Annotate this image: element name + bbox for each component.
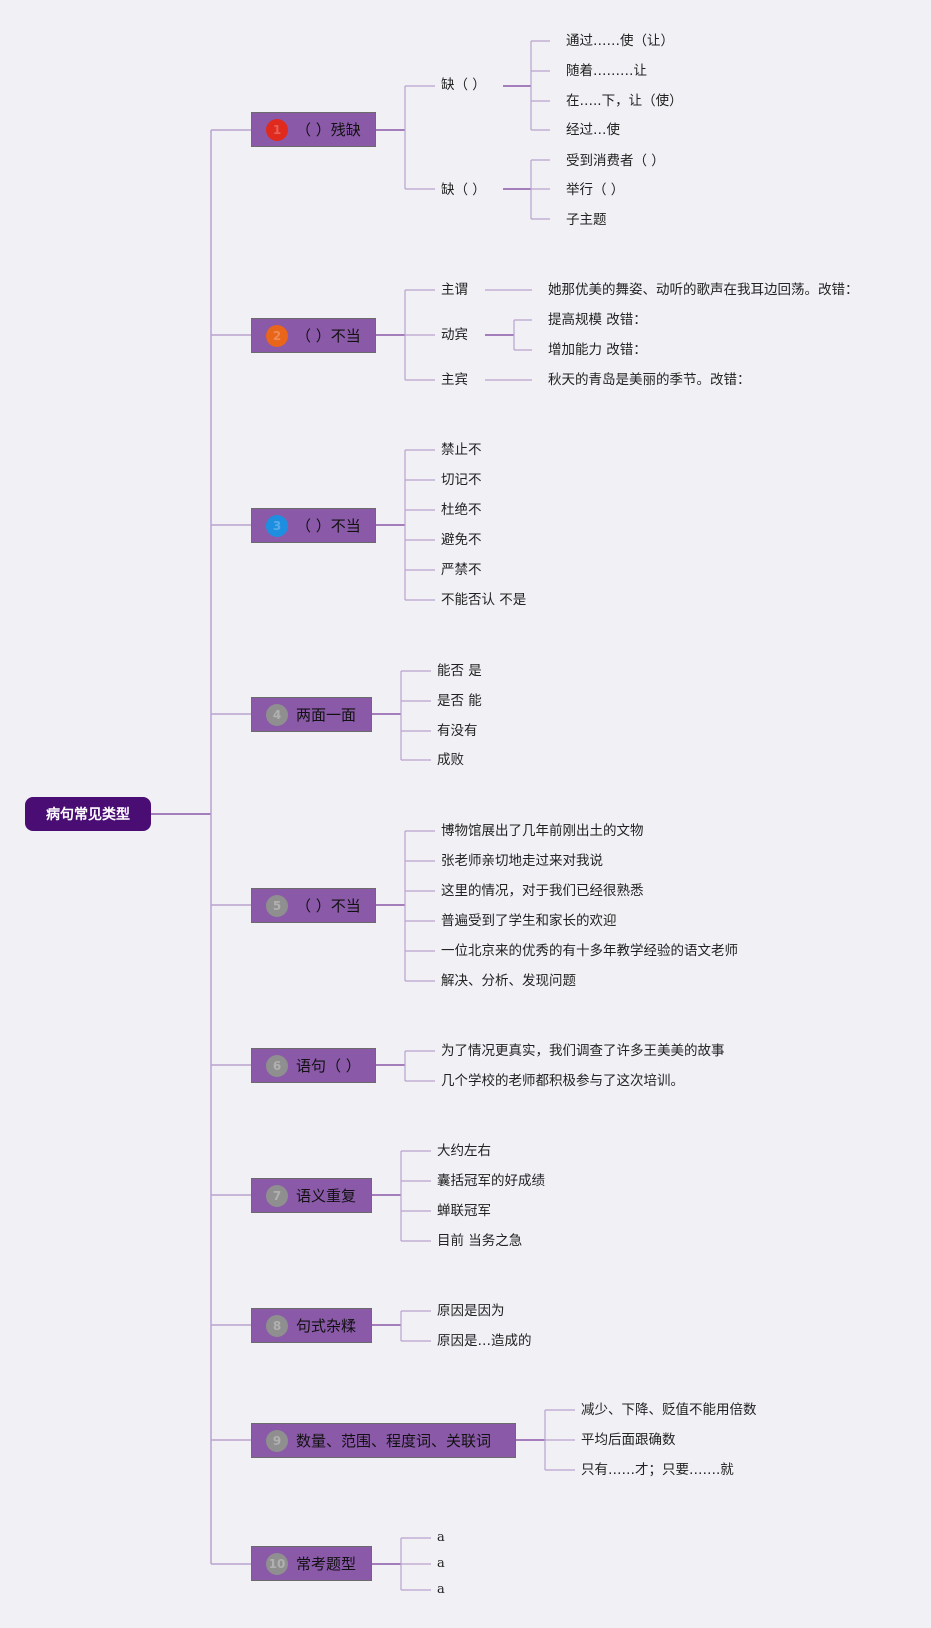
c10-item[interactable]: a — [437, 1530, 445, 1545]
c8-item[interactable]: 原因是因为 — [437, 1303, 505, 1319]
category-5[interactable]: 5 （ ）不当 — [251, 888, 376, 923]
c3-item[interactable]: 杜绝不 — [441, 502, 482, 518]
c7-item[interactable]: 目前 当务之急 — [437, 1233, 523, 1249]
c10-item[interactable]: a — [437, 1556, 445, 1571]
category-10-label: 常考题型 — [296, 1555, 357, 1573]
badge-5-icon: 5 — [266, 894, 288, 917]
category-3[interactable]: 3 （ ）不当 — [251, 508, 376, 543]
c1-sub2-item[interactable]: 受到消费者（ ） — [566, 153, 665, 169]
c3-item[interactable]: 避免不 — [441, 532, 482, 548]
category-7[interactable]: 7 语义重复 — [251, 1178, 372, 1213]
category-1-label: （ ）残缺 — [296, 121, 361, 139]
category-4[interactable]: 4 两面一面 — [251, 697, 372, 732]
c5-item[interactable]: 这里的情况，对于我们已经很熟悉 — [441, 883, 644, 899]
category-9-label: 数量、范围、程度词、关联词 — [296, 1432, 492, 1450]
c1-sub1-item[interactable]: 经过…使 — [566, 122, 620, 138]
badge-1-icon: 1 — [266, 118, 288, 141]
root-node[interactable]: 病句常见类型 — [25, 797, 151, 831]
c9-item[interactable]: 平均后面跟确数 — [581, 1432, 676, 1448]
category-9[interactable]: 9 数量、范围、程度词、关联词 — [251, 1423, 516, 1458]
category-5-label: （ ）不当 — [296, 897, 361, 915]
c5-item[interactable]: 普遍受到了学生和家长的欢迎 — [441, 913, 617, 929]
c2-sub3-item[interactable]: 秋天的青岛是美丽的季节。改错： — [548, 372, 751, 388]
category-7-label: 语义重复 — [296, 1187, 357, 1205]
category-2[interactable]: 2 （ ）不当 — [251, 318, 376, 353]
category-1[interactable]: 1 （ ）残缺 — [251, 112, 376, 147]
category-6-label: 语句（ ） — [296, 1057, 361, 1075]
c1-sub2-item[interactable]: 子主题 — [566, 212, 607, 228]
c7-item[interactable]: 囊括冠军的好成绩 — [437, 1173, 545, 1189]
c4-item[interactable]: 是否 能 — [437, 693, 482, 709]
c10-item[interactable]: a — [437, 1582, 445, 1597]
badge-9-icon: 9 — [266, 1429, 288, 1452]
c5-item[interactable]: 张老师亲切地走过来对我说 — [441, 853, 603, 869]
c8-item[interactable]: 原因是…造成的 — [437, 1333, 532, 1349]
c1-sub2-item[interactable]: 举行（ ） — [566, 182, 625, 198]
badge-10-icon: 10 — [266, 1552, 288, 1575]
badge-8-icon: 8 — [266, 1314, 288, 1337]
c1-sub1-item[interactable]: 通过……使（让） — [566, 33, 674, 49]
c5-item[interactable]: 一位北京来的优秀的有十多年教学经验的语文老师 — [441, 943, 738, 959]
c1-sub1[interactable]: 缺（ ） — [441, 77, 486, 93]
c4-item[interactable]: 能否 是 — [437, 663, 482, 679]
c3-item[interactable]: 切记不 — [441, 472, 482, 488]
category-6[interactable]: 6 语句（ ） — [251, 1048, 376, 1083]
c4-item[interactable]: 成败 — [437, 752, 464, 768]
c3-item[interactable]: 禁止不 — [441, 442, 482, 458]
c2-sub2-item[interactable]: 提高规模 改错： — [548, 312, 647, 328]
c1-sub2[interactable]: 缺（ ） — [441, 182, 486, 198]
badge-7-icon: 7 — [266, 1184, 288, 1207]
category-10[interactable]: 10 常考题型 — [251, 1546, 372, 1581]
category-8-label: 句式杂糅 — [296, 1317, 357, 1335]
c7-item[interactable]: 蝉联冠军 — [437, 1203, 491, 1219]
c9-item[interactable]: 减少、下降、贬值不能用倍数 — [581, 1402, 757, 1418]
c2-sub1-item[interactable]: 她那优美的舞姿、动听的歌声在我耳边回荡。改错： — [548, 282, 859, 298]
category-4-label: 两面一面 — [296, 706, 357, 724]
c2-sub2-item[interactable]: 增加能力 改错： — [548, 342, 647, 358]
category-8[interactable]: 8 句式杂糅 — [251, 1308, 372, 1343]
c3-item[interactable]: 不能否认 不是 — [441, 592, 527, 608]
c5-item[interactable]: 解决、分析、发现问题 — [441, 973, 576, 989]
c6-item[interactable]: 几个学校的老师都积极参与了这次培训。 — [441, 1073, 684, 1089]
c2-sub2[interactable]: 动宾 — [441, 327, 468, 343]
category-3-label: （ ）不当 — [296, 517, 361, 535]
c5-item[interactable]: 博物馆展出了几年前刚出土的文物 — [441, 823, 644, 839]
c1-sub1-item[interactable]: 在…..下，让（使） — [566, 93, 683, 109]
c9-item[interactable]: 只有……才；只要…….就 — [581, 1462, 734, 1478]
category-2-label: （ ）不当 — [296, 327, 361, 345]
c3-item[interactable]: 严禁不 — [441, 562, 482, 578]
c2-sub1[interactable]: 主谓 — [441, 282, 468, 298]
c4-item[interactable]: 有没有 — [437, 723, 478, 739]
badge-3-icon: 3 — [266, 514, 288, 537]
c6-item[interactable]: 为了情况更真实，我们调查了许多王美美的故事 — [441, 1043, 725, 1059]
badge-4-icon: 4 — [266, 703, 288, 726]
c1-sub1-item[interactable]: 随着………让 — [566, 63, 647, 79]
c2-sub3[interactable]: 主宾 — [441, 372, 468, 388]
c7-item[interactable]: 大约左右 — [437, 1143, 491, 1159]
badge-6-icon: 6 — [266, 1054, 288, 1077]
badge-2-icon: 2 — [266, 324, 288, 347]
